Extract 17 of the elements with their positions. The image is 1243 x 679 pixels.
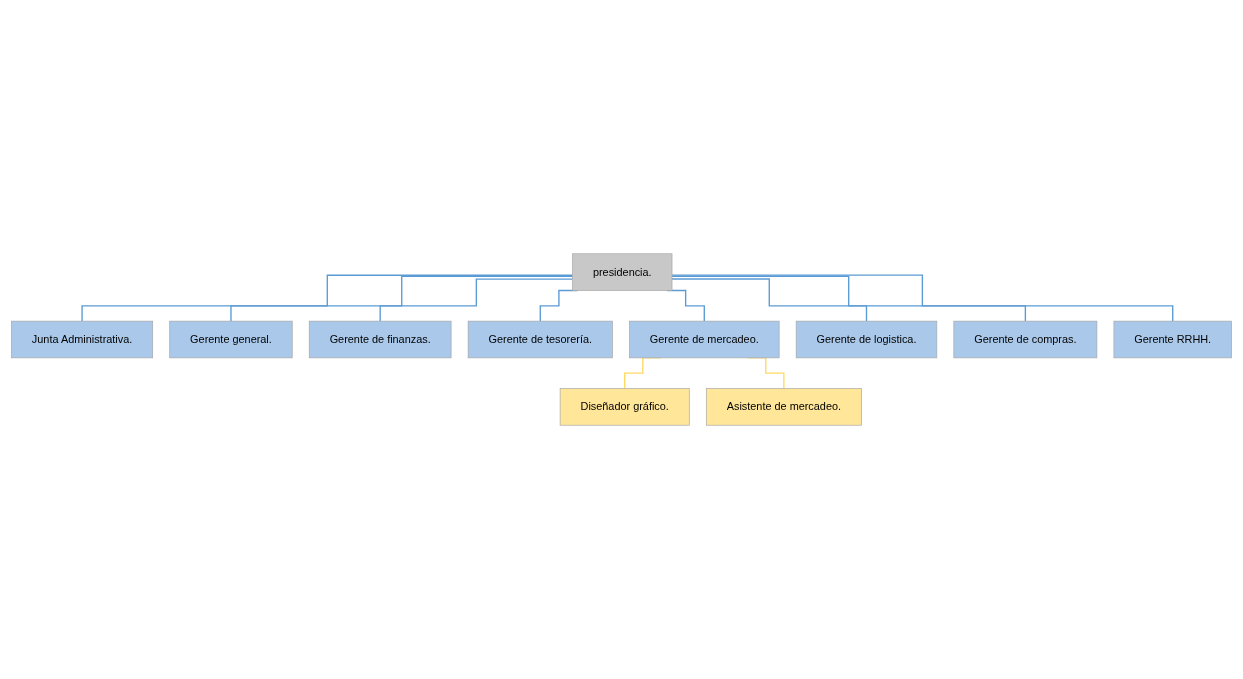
node-box: Gerente de logistica. [795,320,938,359]
connector [81,274,574,322]
node-box: Gerente de tesorería. [467,320,613,359]
connector [671,278,868,322]
node-box: presidencia. [572,253,673,291]
connector [230,275,574,322]
node-box: Gerente de mercadeo. [629,320,780,359]
node-box: Gerente RRHH. [1113,320,1232,359]
node-box: Diseñador gráfico. [559,388,690,426]
connector [671,274,1174,322]
node-box: Asistente de mercadeo. [705,388,862,426]
node-box: Gerente de compras. [953,320,1098,359]
node-box: Gerente de finanzas. [308,320,452,359]
connector [379,278,574,322]
node-box: Gerente general. [169,320,293,359]
node-box: Junta Administrativa. [11,320,154,359]
connector [671,275,1027,322]
